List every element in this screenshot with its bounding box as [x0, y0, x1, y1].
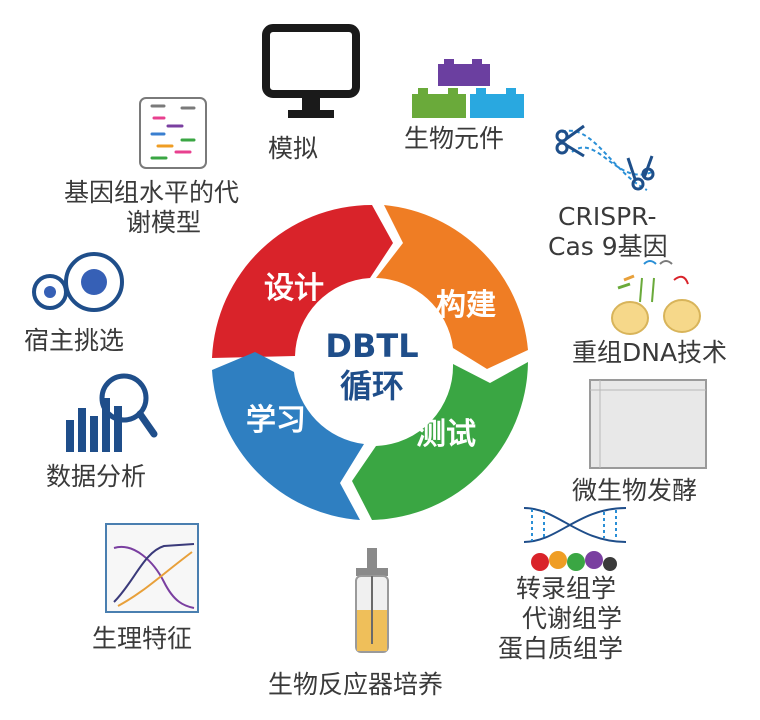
- label-host-selection: 宿主挑选: [24, 326, 125, 355]
- label-crispr-line1: CRISPR-: [558, 202, 657, 231]
- segment-test: [352, 362, 528, 520]
- segment-design: [212, 204, 393, 358]
- crispr-scissors-dna-icon: [555, 124, 655, 191]
- center-title: DBTL: [325, 327, 418, 365]
- segment-learn-label: 学习: [246, 403, 306, 438]
- label-microbial-fermentation: 微生物发酵: [572, 476, 698, 505]
- label-biological-parts: 生物元件: [404, 124, 505, 153]
- label-physiology: 生理特征: [92, 624, 193, 653]
- center-subtitle: 循环: [340, 367, 404, 405]
- label-modeling: 模拟: [268, 134, 319, 163]
- segment-design-label: 设计: [264, 271, 324, 306]
- segment-build-shape: [376, 205, 528, 369]
- center-hub: [296, 286, 448, 438]
- label-genome-model-line1: 基因组水平的代: [64, 178, 240, 207]
- label-recombinant-dna: 重组DNA技术: [572, 338, 728, 367]
- segment-test-shape: [352, 362, 528, 520]
- segment-learn: [212, 352, 364, 520]
- fermentation-grid-icon: [589, 379, 707, 469]
- monitor-icon: [262, 24, 360, 118]
- segment-design-shape: [212, 204, 393, 358]
- segment-build: [376, 205, 528, 369]
- host-cell-icon: [32, 252, 124, 312]
- physiology-chart-icon: [105, 523, 199, 613]
- label-bioreactor: 生物反应器培养: [268, 670, 444, 699]
- label-transcriptomics: 转录组学: [516, 574, 617, 603]
- omics-dna-icon: [523, 507, 627, 571]
- segment-test-label: 测试: [416, 417, 476, 452]
- building-blocks-icon: [412, 59, 524, 118]
- label-metabolomics: 代谢组学: [522, 604, 623, 633]
- segment-build-label: 构建: [436, 288, 496, 323]
- label-crispr-line2: Cas 9基因: [548, 232, 668, 261]
- recombinant-dna-icon: [611, 260, 701, 335]
- segment-learn-shape: [212, 352, 364, 520]
- label-data-analysis: 数据分析: [46, 462, 147, 491]
- bioreactor-icon: [355, 548, 389, 653]
- genome-model-card-icon: [139, 97, 207, 169]
- data-analysis-icon: [66, 373, 158, 452]
- label-proteomics: 蛋白质组学: [498, 634, 624, 663]
- label-genome-model-line2: 谢模型: [126, 208, 202, 237]
